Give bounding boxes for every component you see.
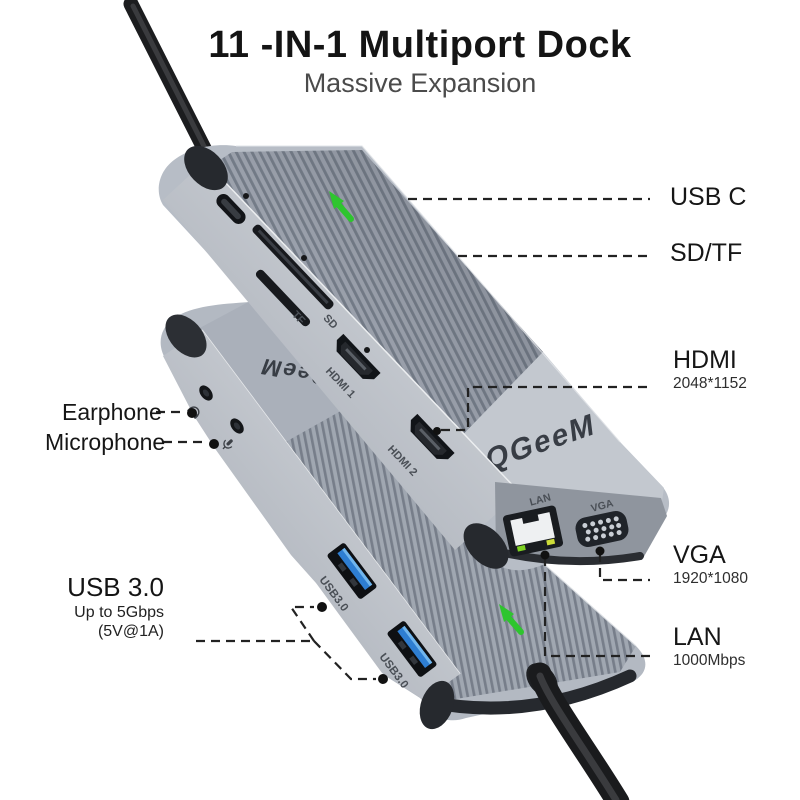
callout-usb3-power: (5V@1A)	[97, 623, 164, 640]
callout-vga-label: VGA	[673, 541, 726, 569]
callout-hdmi-label: HDMI	[673, 346, 737, 374]
lan-engraving: LAN	[528, 492, 552, 509]
dock-top-corner-tl	[184, 145, 228, 191]
dock-top: QGeeM TF SD HDMI 1 HDMI 2 LAN VGA	[123, 0, 670, 571]
vga-engraving: VGA	[590, 497, 615, 515]
callout-usb3-block: USB 3.0 Up to 5Gbps (5V@1A)	[36, 572, 164, 641]
page-subtitle: Massive Expansion	[303, 68, 537, 98]
leader-vga	[598, 553, 650, 582]
dot-usb3-2	[378, 674, 388, 684]
vga-port	[575, 510, 629, 548]
cable-top-highlight	[130, 3, 216, 167]
screw-dot	[301, 255, 307, 261]
callout-vga-resolution: 1920*1080	[673, 570, 748, 587]
dock-top-corner-bottom	[463, 523, 509, 569]
microphone-jack	[230, 418, 244, 434]
dock-bottom-smooth-area	[196, 300, 346, 444]
lan-port	[502, 505, 564, 557]
hdmi1-port	[336, 333, 381, 380]
callout-lan-speed: 1000Mbps	[673, 652, 746, 669]
leader-lan	[543, 557, 650, 658]
callout-dots	[187, 408, 605, 684]
dot-lan	[540, 550, 550, 560]
callout-usb-c-label: USB C	[670, 183, 747, 211]
leader-usb3	[196, 605, 376, 681]
dot-microphone	[209, 439, 219, 449]
edge-highlight	[204, 160, 521, 494]
dock-bottom-corner-bl	[419, 680, 455, 730]
usb3-port-2	[387, 621, 437, 677]
usb3-port-1	[327, 543, 377, 599]
dot-vga	[595, 546, 605, 556]
dot-hdmi	[433, 427, 441, 435]
dot-earphone	[187, 408, 197, 418]
tf-slot	[255, 269, 311, 327]
sd-slot	[252, 224, 334, 310]
edge-highlight	[236, 145, 621, 443]
hdmi2-port	[410, 413, 455, 460]
callout-lan-label: LAN	[673, 623, 722, 651]
usb-c-port	[216, 194, 246, 224]
callout-usb3-speed: Up to 5Gbps	[74, 604, 164, 621]
microphone-icon	[222, 439, 233, 450]
dock-bottom-dark-edge	[423, 669, 637, 715]
green-arrow-2	[499, 604, 524, 635]
leader-hdmi	[441, 385, 650, 432]
callout-earphone-label: Earphone	[62, 399, 162, 425]
callout-microphone-label: Microphone	[45, 429, 166, 455]
callout-usb3-label: USB 3.0	[67, 572, 164, 602]
page-title: 11 -IN-1 Multiport Dock	[208, 24, 632, 66]
dock-top-top-face-shade	[208, 150, 543, 446]
callout-hdmi-resolution: 2048*1152	[673, 375, 747, 392]
screw-dot	[243, 193, 249, 199]
callout-lines	[156, 197, 650, 681]
dot-usb3-1	[317, 602, 327, 612]
dock-bottom-corner-tl	[165, 314, 207, 358]
callout-sd-tf-label: SD/TF	[670, 239, 743, 267]
earphone-jack	[199, 385, 213, 401]
cable-bottom-highlight	[536, 672, 620, 800]
screw-dot	[364, 347, 370, 353]
dock-top-logo-face	[451, 352, 664, 515]
green-arrow-1	[329, 191, 354, 222]
